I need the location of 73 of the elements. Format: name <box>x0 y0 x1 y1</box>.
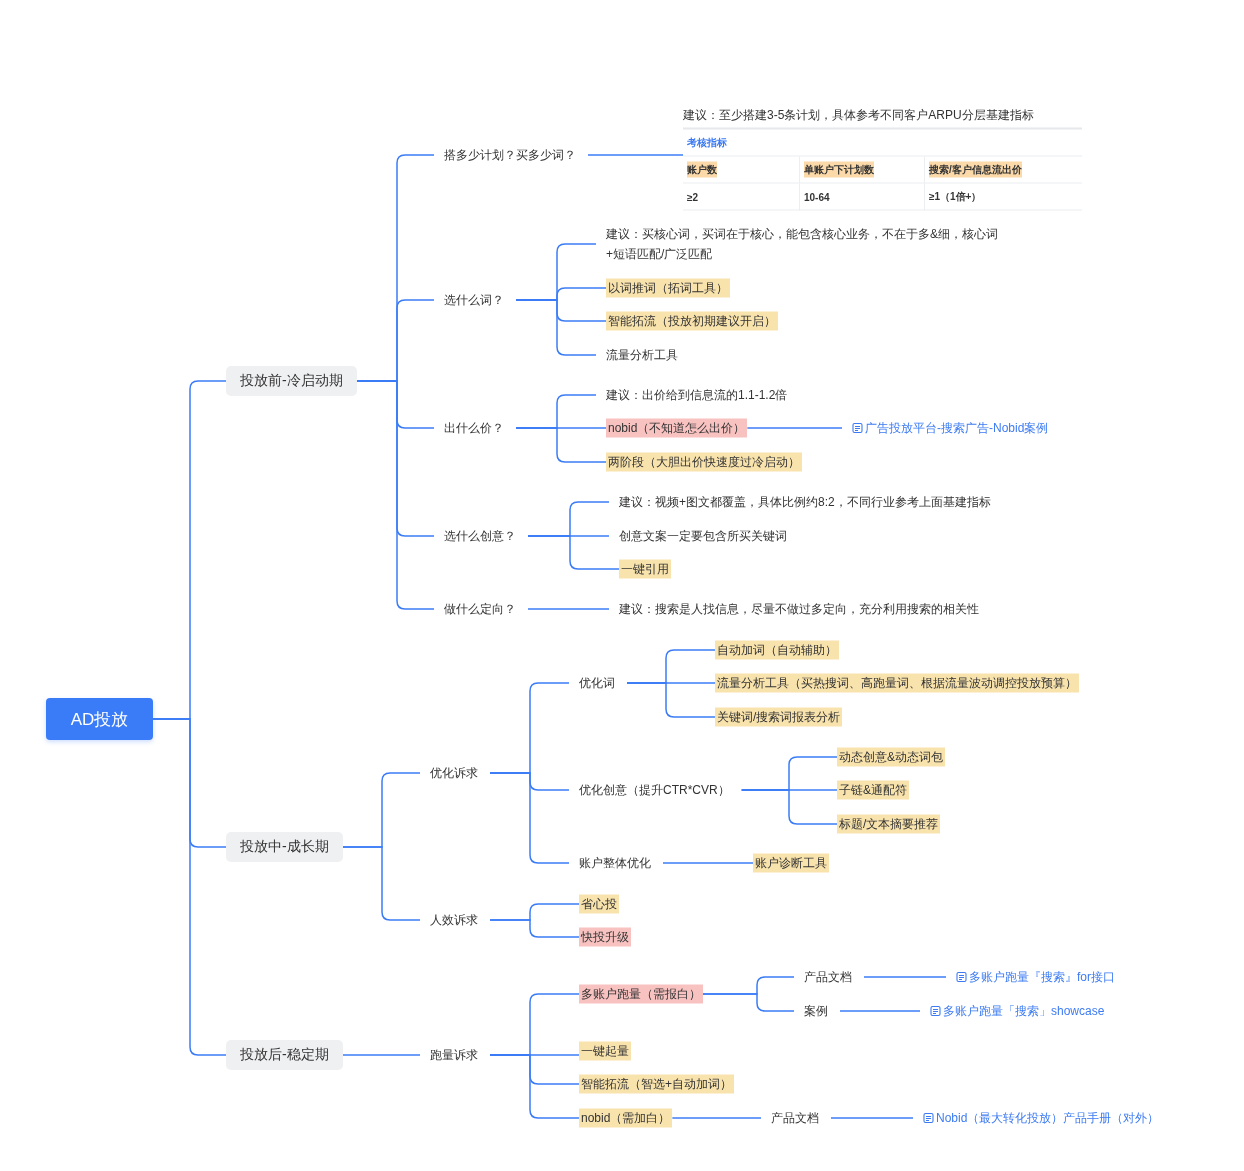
document-link: 多账户跑量『搜索』for接口 <box>969 968 1115 986</box>
column-header: 单账户下计划数 <box>804 161 874 178</box>
topic-box: 投放前-冷启动期 <box>226 366 357 396</box>
connector-line <box>702 993 795 1012</box>
topic-text: 选什么创意？ <box>444 526 516 546</box>
connector-line <box>863 976 947 978</box>
column-header: 账户数 <box>687 161 717 178</box>
column-header: 搜索/客户信息流出价 <box>929 161 1022 178</box>
highlighted-topic: nobid（不知道怎么出价） <box>606 418 748 438</box>
highlighted-topic: 动态创意&动态词包 <box>837 747 945 767</box>
topic-text: 建议：视频+图文都覆盖，具体比例约8:2，不同行业参考上面基建指标 <box>619 492 991 512</box>
connector-line <box>515 427 607 463</box>
topic-text: 流量分析工具 <box>606 345 678 365</box>
connector-line <box>489 1054 580 1119</box>
topic-text: 做什么定向？ <box>444 599 516 619</box>
topic-text: 搭多少计划？买多少词？ <box>444 145 576 165</box>
connector-line <box>341 846 421 921</box>
connector-line <box>152 718 227 1056</box>
document-link: 多账户跑量「搜索」showcase <box>943 1002 1105 1020</box>
topic-text: 创意文案一定要包含所买关键词 <box>619 526 787 546</box>
document-link: Nobid（最大转化投放）产品手册（对外） <box>936 1109 1160 1127</box>
connector-line <box>527 608 610 610</box>
topic-text: 跑量诉求 <box>430 1045 478 1065</box>
connector-line <box>626 682 716 718</box>
highlighted-topic: 快投升级 <box>579 927 631 947</box>
connector-line <box>489 919 580 938</box>
connector-line <box>341 1054 421 1056</box>
topic-box: 投放中-成长期 <box>226 832 343 862</box>
highlighted-topic: 一键引用 <box>619 559 671 579</box>
connector-line <box>662 862 754 864</box>
connector-line <box>527 535 620 570</box>
connector-line <box>489 772 570 864</box>
topic-text: 选什么词？ <box>444 290 504 310</box>
highlighted-topic: 省心投 <box>579 894 619 914</box>
topic-text: 案例 <box>804 1001 828 1021</box>
topic-text: 产品文档 <box>771 1108 819 1128</box>
root-topic-box: AD投放 <box>46 698 153 740</box>
table-cell: ≥2 <box>687 190 699 203</box>
table-caption: 考核指标 <box>687 135 727 150</box>
connector-line <box>740 789 838 825</box>
connector-line <box>746 427 843 429</box>
table-cell-text: ≥1（1倍+） <box>929 189 982 204</box>
topic-text: 出什么价？ <box>444 418 504 438</box>
highlighted-topic: 以词推词（拓词工具） <box>606 278 730 298</box>
topic-text: 建议：搜索是人找信息，尽量不做过多定向，充分利用搜索的相关性 <box>619 599 979 619</box>
highlighted-topic: nobid（需加白） <box>579 1108 673 1128</box>
topic-text: 建议：买核心词，买词在于核心，能包含核心业务，不在于多&细，核心词+短语匹配/广泛匹配 <box>606 224 1006 264</box>
highlighted-topic: 一键起量 <box>579 1041 631 1061</box>
highlighted-topic: 两阶段（大胆出价快速度过冷启动） <box>606 452 802 472</box>
topic-text: 优化词 <box>579 673 615 693</box>
highlighted-topic: 标题/文本摘要推荐 <box>837 814 941 834</box>
table-cell: 10-64 <box>804 190 830 203</box>
highlighted-topic: 关键词/搜索词报表分析 <box>715 707 843 727</box>
highlighted-topic: 流量分析工具（买热搜词、高跑量词、根据流量波动调控投放预算） <box>715 673 1079 693</box>
topic-text: 产品文档 <box>804 967 852 987</box>
highlighted-topic: 账户诊断工具 <box>753 853 829 873</box>
topic-box: 投放后-稳定期 <box>226 1040 343 1070</box>
note-text: 建议：至少搭建3-5条计划，具体参考不同客户ARPU分层基建指标 <box>683 106 1035 124</box>
topic-text: 账户整体优化 <box>579 853 651 873</box>
document-link: 广告投放平台-搜索广告-Nobid案例 <box>865 419 1049 437</box>
highlighted-topic: 智能拓流（投放初期建议开启） <box>606 311 778 331</box>
topic-text: 优化创意（提升CTR*CVR） <box>579 780 730 800</box>
connector-line <box>671 1117 762 1119</box>
topic-text: 建议：出价给到信息流的1.1-1.2倍 <box>606 385 788 405</box>
highlighted-topic: 子链&通配符 <box>837 780 909 800</box>
topic-text: 优化诉求 <box>430 763 478 783</box>
connector-line <box>839 1010 921 1012</box>
highlighted-topic: 多账户跑量（需报白） <box>579 984 703 1004</box>
connector-line <box>830 1117 914 1119</box>
highlighted-topic: 智能拓流（智选+自动加词） <box>579 1074 734 1094</box>
connector-line <box>587 154 684 156</box>
highlighted-topic: 自动加词（自动辅助） <box>715 640 839 660</box>
topic-text: 人效诉求 <box>430 910 478 930</box>
